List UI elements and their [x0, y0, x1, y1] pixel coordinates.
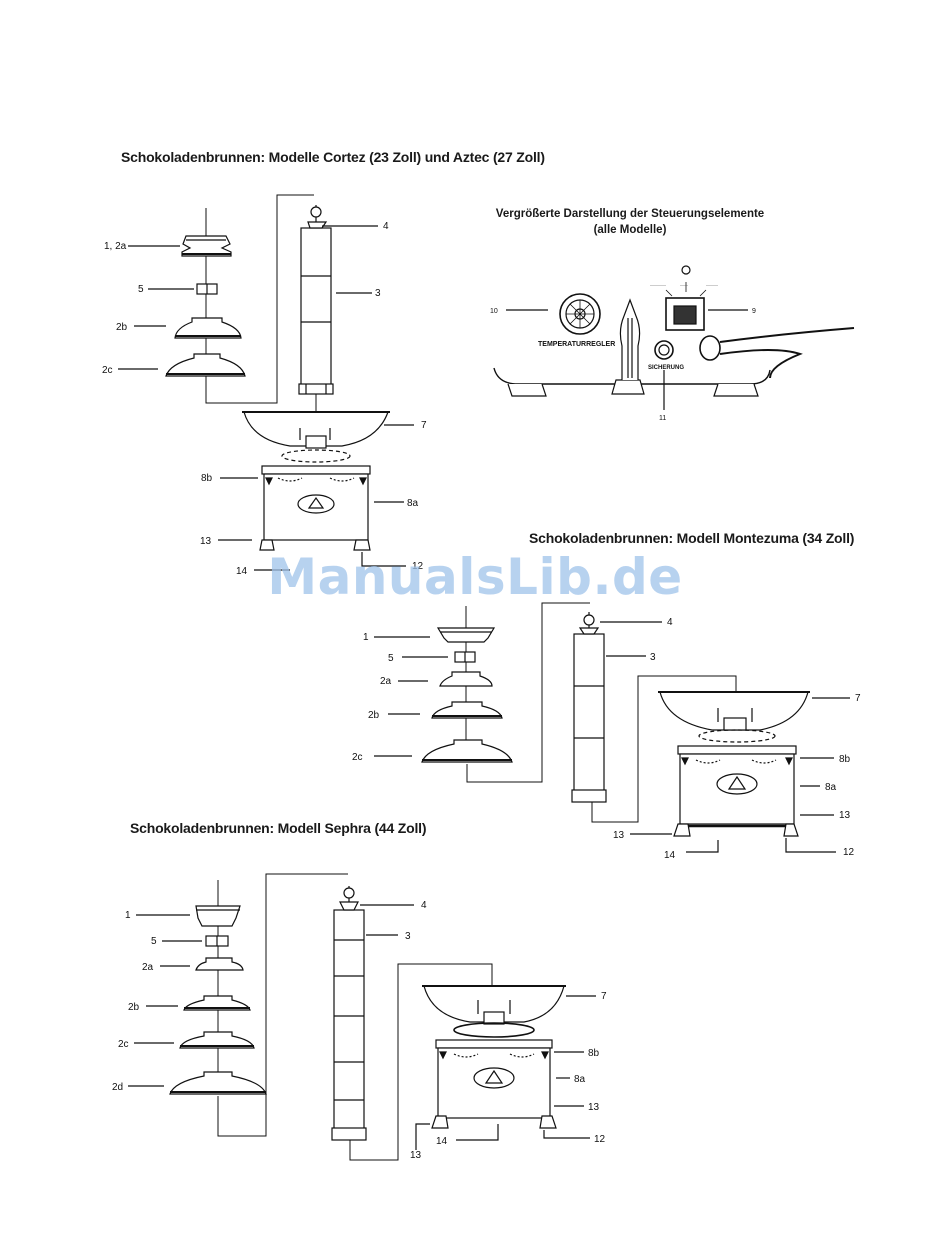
label-8b: 8b: [201, 473, 213, 484]
label-14: 14: [236, 566, 248, 577]
label-4: 4: [421, 900, 427, 911]
watermark: ManualsLib.de: [267, 548, 683, 606]
label-7: 7: [601, 991, 607, 1002]
fuse-icon: [654, 340, 674, 360]
thermostat-dial-icon: [559, 293, 601, 335]
montezuma-diagram: 1 5 2a 2b 2c 4 3 7 8b 8a 13 13 14 12: [352, 602, 861, 861]
label-2b: 2b: [116, 322, 128, 333]
label-3: 3: [375, 288, 381, 299]
label-8b: 8b: [588, 1048, 600, 1059]
label-2a: 2a: [380, 676, 392, 687]
label-4: 4: [383, 221, 389, 232]
label-8a: 8a: [825, 782, 837, 793]
label-14: 14: [664, 850, 676, 861]
label-5: 5: [388, 653, 394, 664]
label-temperaturregler: TEMPERATURREGLER: [538, 341, 615, 348]
spire: [619, 298, 641, 380]
label-1-2a: 1, 2a: [104, 241, 127, 252]
tier-2b-part: [174, 317, 242, 339]
label-1: 1: [363, 632, 369, 643]
label-1: 1: [125, 910, 131, 921]
label-11: 11: [659, 415, 666, 422]
controls-diagram: TEMPERATURREGLER SICHERUNG ———— —— ———: [490, 265, 855, 422]
heading-cortez-aztec: Schokoladenbrunnen: Modelle Cortez (23 Z…: [121, 149, 545, 165]
label-12: 12: [594, 1134, 606, 1145]
label-13: 13: [200, 536, 212, 547]
label-8a: 8a: [407, 498, 419, 509]
label-2b: 2b: [128, 1002, 140, 1013]
foot-left: [507, 383, 547, 397]
label-2b: 2b: [368, 710, 380, 721]
label-2c: 2c: [352, 752, 363, 763]
foot-right: [713, 383, 759, 397]
label-2a: 2a: [142, 962, 154, 973]
label-13-right: 13: [588, 1102, 600, 1113]
sephra-diagram: 1 5 2a 2b 2c 2d 4 3 7 8b 8a 13 13 14 12: [112, 873, 607, 1161]
label-5: 5: [151, 936, 157, 947]
label-13-left: 13: [410, 1150, 422, 1161]
label-10: 10: [490, 308, 498, 315]
svg-text:——: ——: [680, 282, 688, 287]
auger-tube: [298, 205, 334, 395]
label-13-left: 13: [613, 830, 625, 841]
power-cord: [699, 327, 855, 379]
label-14: 14: [436, 1136, 448, 1147]
power-switch-icon: ———— —— ———: [650, 265, 718, 331]
label-9: 9: [752, 308, 756, 315]
label-12: 12: [412, 561, 424, 572]
label-13-right: 13: [839, 810, 851, 821]
label-12: 12: [843, 847, 855, 858]
heading-montezuma: Schokoladenbrunnen: Modell Montezuma (34…: [529, 530, 855, 546]
label-sicherung: SICHERUNG: [648, 365, 684, 371]
label-8b: 8b: [839, 754, 851, 765]
label-2c: 2c: [102, 365, 113, 376]
label-2c: 2c: [118, 1039, 129, 1050]
label-2d: 2d: [112, 1082, 123, 1093]
label-5: 5: [138, 284, 144, 295]
base-unit: [259, 465, 371, 551]
svg-text:————: ————: [650, 282, 666, 287]
label-7: 7: [421, 420, 427, 431]
label-7: 7: [855, 693, 861, 704]
label-3: 3: [405, 931, 411, 942]
svg-text:———: ———: [706, 282, 718, 287]
cortez-aztec-diagram: 1, 2a 5 2b 2c 4 3 7 8b 8a 13 12 14: [102, 194, 427, 577]
label-8a: 8a: [574, 1074, 586, 1085]
crown-part: [181, 235, 232, 257]
tier-2c-part: [165, 353, 246, 377]
label-4: 4: [667, 617, 673, 628]
heading-controls: Vergrößerte Darstellung der Steuerungsel…: [495, 208, 765, 236]
heading-sephra: Schokoladenbrunnen: Modell Sephra (44 Zo…: [130, 820, 427, 836]
label-3: 3: [650, 652, 656, 663]
